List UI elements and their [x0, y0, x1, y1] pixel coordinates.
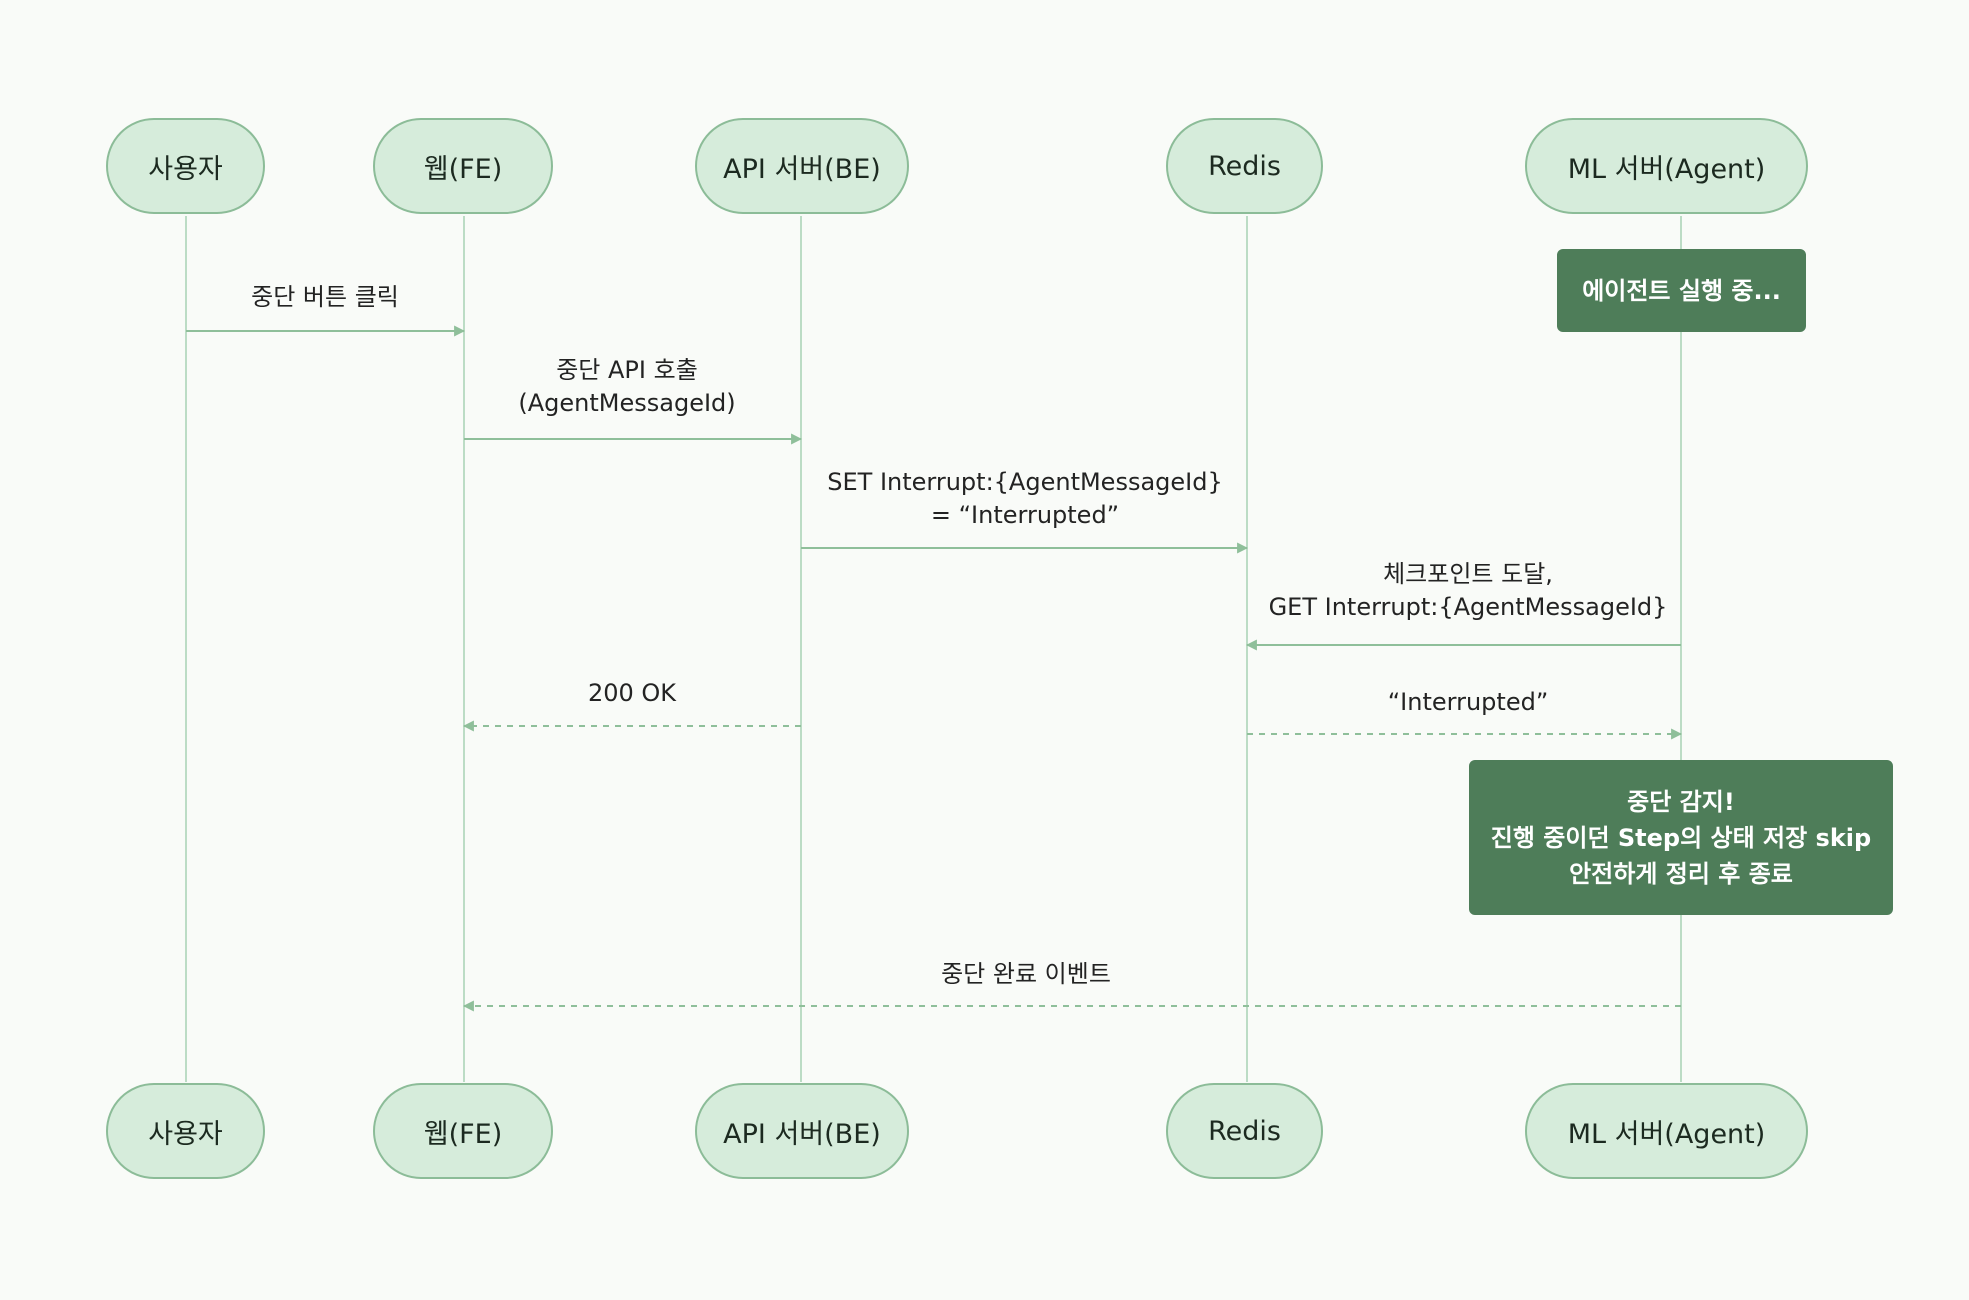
actor-bottom-api: API 서버(BE)	[695, 1083, 909, 1179]
message-label-200-ok: 200 OK	[587, 679, 677, 707]
actor-top-user: 사용자	[106, 118, 265, 214]
note-interrupt-detected: 중단 감지! 진행 중이던 Step의 상태 저장 skip 안전하게 정리 후…	[1469, 760, 1893, 915]
lifeline-api	[800, 216, 802, 1082]
message-label-interrupt-done-event: 중단 완료 이벤트	[941, 960, 1111, 988]
message-label-interrupt-click: 중단 버튼 클릭	[251, 283, 399, 311]
actor-bottom-ml: ML 서버(Agent)	[1525, 1083, 1808, 1179]
message-label-redis-get: 체크포인트 도달, GET Interrupt:{AgentMessageId}	[1268, 560, 1668, 621]
actor-bottom-redis: Redis	[1166, 1083, 1323, 1179]
message-label-interrupted-value: “Interrupted”	[1387, 688, 1549, 716]
actor-top-web: 웹(FE)	[373, 118, 553, 214]
actor-top-ml: ML 서버(Agent)	[1525, 118, 1808, 214]
actor-top-api: API 서버(BE)	[695, 118, 909, 214]
actor-bottom-web: 웹(FE)	[373, 1083, 553, 1179]
note-agent-running: 에이전트 실행 중...	[1557, 249, 1806, 332]
actor-bottom-user: 사용자	[106, 1083, 265, 1179]
lifeline-web	[463, 216, 465, 1082]
message-label-interrupt-api-call: 중단 API 호출 (AgentMessageId)	[518, 356, 736, 417]
message-label-redis-set: SET Interrupt:{AgentMessageId} = “Interr…	[827, 468, 1223, 529]
actor-top-redis: Redis	[1166, 118, 1323, 214]
lifeline-ml	[1680, 216, 1682, 1082]
lifeline-user	[185, 216, 187, 1082]
